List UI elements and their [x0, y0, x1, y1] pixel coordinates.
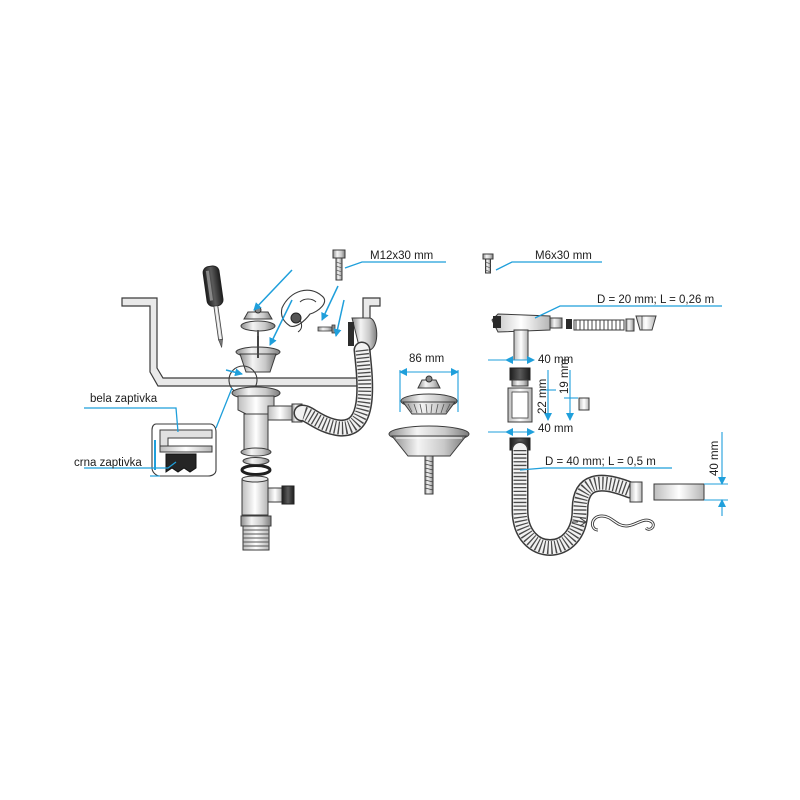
label-white-gasket: bela zaptivka: [90, 393, 158, 405]
gasket-detail-inset: [150, 423, 217, 477]
label-overflow-hose: D = 20 mm; L = 0,26 m: [597, 294, 714, 306]
screwdriver-icon: [202, 265, 224, 348]
overflow-head-right: [491, 313, 563, 361]
hand-with-plug-icon: [280, 289, 326, 333]
overflow-hose-left: [293, 341, 374, 437]
label-height-22: 22 mm: [537, 379, 549, 414]
leader-m12: [344, 261, 446, 269]
bolt-m12-icon: [332, 249, 346, 281]
adapter-piece: [653, 432, 728, 516]
leader-zoom: [215, 387, 233, 429]
washer: [242, 457, 270, 465]
screw-small-icon: [317, 324, 336, 334]
label-pipe-width-bottom: 40 mm: [538, 423, 573, 435]
hose-clip-icon: [572, 514, 655, 532]
strainer-center: [388, 368, 470, 495]
sink-bowl-outline: [121, 297, 381, 387]
assembly-arrows: [225, 269, 345, 377]
label-height-19: 19 mm: [559, 359, 571, 394]
label-black-gasket: crna zaptivka: [74, 457, 142, 469]
overflow-hose-right: [566, 315, 657, 332]
label-strainer-width: 86 mm: [409, 353, 444, 365]
label-bolt-m12: M12x30 mm: [370, 250, 433, 262]
leader-overflow-hose: [534, 305, 722, 319]
pipe-parts-right: [507, 367, 590, 423]
threaded-tail: [240, 515, 272, 551]
dimensions-right: [488, 356, 578, 436]
label-adapter-height: 40 mm: [709, 441, 721, 476]
o-ring-gasket: [240, 464, 272, 476]
drain-body-left: [231, 386, 303, 457]
leader-m6: [495, 261, 602, 271]
label-pipe-width-top: 40 mm: [538, 354, 573, 366]
trap-hose: [509, 437, 643, 556]
t-connector: [241, 475, 295, 516]
leader-trap-hose: [519, 467, 672, 471]
label-trap-hose: D = 40 mm; L = 0,5 m: [545, 456, 656, 468]
leader-black-gasket: [84, 461, 177, 469]
sink-bowl-section: [121, 297, 381, 387]
leader-white-gasket: [84, 407, 179, 433]
basket-strainer-left: [235, 336, 281, 373]
bolt-m6-icon: [482, 253, 494, 274]
label-bolt-m6: M6x30 mm: [535, 250, 592, 262]
